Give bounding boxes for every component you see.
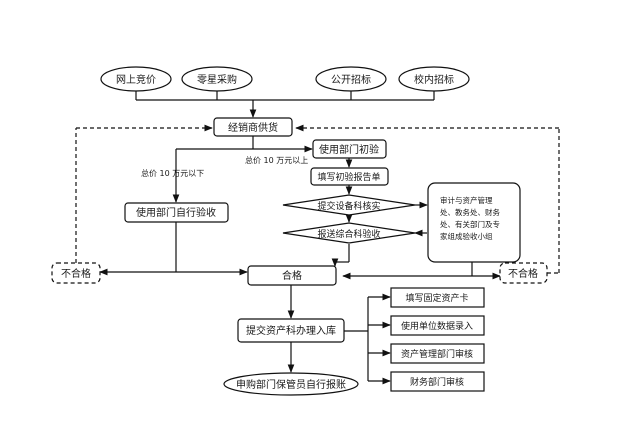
- distributor-supply-node: 经销商供货: [213, 117, 293, 137]
- svg-text:网上竞价: 网上竞价: [116, 73, 156, 86]
- svg-text:零星采购: 零星采购: [197, 73, 237, 86]
- purchaser-reimburse-node: 申购部门保管员自行报账: [223, 372, 359, 396]
- public-tender-node: 公开招标: [315, 66, 387, 92]
- expert-group-line-2: 处、教务处、财务: [440, 207, 500, 217]
- svg-text:公开招标: 公开招标: [331, 73, 371, 86]
- svg-text:使用部门初验: 使用部门初验: [319, 143, 379, 156]
- retail-purchase-node: 零星采购: [181, 66, 253, 92]
- svg-text:使用部门自行验收: 使用部门自行验收: [136, 206, 216, 219]
- fill-initial-report-node: 填写初验报告单: [310, 167, 389, 186]
- submit-equipment-check-node: 提交设备科核实: [282, 194, 416, 216]
- expert-acceptance-group-node: 审计与资产管理 处、教务处、财务 处、有关部门及专 家组成验收小组: [427, 182, 521, 263]
- svg-text:财务部门审核: 财务部门审核: [410, 376, 464, 388]
- unqualified-left-node: 不合格: [51, 262, 101, 284]
- unqualified-right-node: 不合格: [499, 262, 548, 284]
- expert-group-line-1: 审计与资产管理: [440, 195, 493, 205]
- over-100k-label: 总价 10 万元以上: [245, 155, 308, 165]
- user-data-entry-node: 使用单位数据录入: [390, 315, 485, 336]
- expert-group-line-3: 处、有关部门及专: [440, 219, 500, 229]
- svg-text:使用单位数据录入: 使用单位数据录入: [401, 320, 473, 332]
- svg-text:提交设备科核实: 提交设备科核实: [317, 200, 380, 212]
- fill-fixed-asset-card-node: 填写固定资产卡: [390, 287, 485, 308]
- svg-text:资产管理部门审核: 资产管理部门审核: [401, 348, 473, 360]
- svg-text:填写固定资产卡: 填写固定资产卡: [405, 292, 468, 304]
- asset-dept-review-node: 资产管理部门审核: [390, 343, 485, 364]
- dept-initial-check-node: 使用部门初验: [312, 139, 387, 159]
- svg-text:不合格: 不合格: [508, 267, 538, 280]
- svg-text:不合格: 不合格: [61, 267, 91, 280]
- submit-asset-storage-node: 提交资产科办理入库: [237, 318, 345, 343]
- svg-text:提交资产科办理入库: 提交资产科办理入库: [246, 324, 336, 337]
- svg-text:填写初验报告单: 填写初验报告单: [317, 171, 380, 183]
- svg-text:经销商供货: 经销商供货: [228, 121, 278, 134]
- svg-text:报送综合科验收: 报送综合科验收: [317, 228, 380, 240]
- under-100k-label: 总价 10 万元以下: [141, 168, 204, 178]
- svg-text:合格: 合格: [282, 269, 302, 282]
- submit-comprehensive-check-node: 报送综合科验收: [282, 222, 416, 244]
- svg-text:校内招标: 校内招标: [414, 73, 454, 86]
- svg-text:申购部门保管员自行报账: 申购部门保管员自行报账: [236, 378, 346, 391]
- qualified-node: 合格: [247, 265, 337, 286]
- expert-group-line-4: 家组成验收小组: [440, 231, 493, 241]
- online-bidding-node: 网上竞价: [100, 66, 172, 92]
- dept-self-check-node: 使用部门自行验收: [124, 202, 229, 223]
- finance-dept-review-node: 财务部门审核: [390, 371, 485, 392]
- campus-tender-node: 校内招标: [398, 66, 470, 92]
